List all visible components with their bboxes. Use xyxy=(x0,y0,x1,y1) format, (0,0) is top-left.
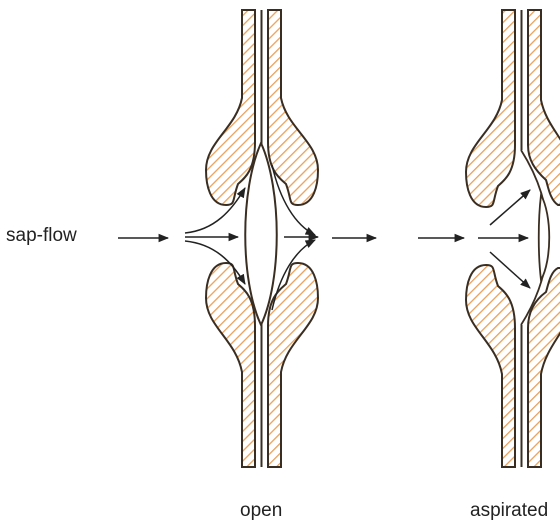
aspirated-wall-left-lower xyxy=(466,265,515,467)
aspirated-caption: aspirated xyxy=(470,500,548,522)
open-pit xyxy=(185,10,318,467)
aspirated-wall-right-lower xyxy=(528,268,560,467)
open-wall-left-upper xyxy=(206,10,255,205)
aspirated-torus xyxy=(539,195,550,280)
open-caption: open xyxy=(240,500,282,522)
aspirated-wall-left-upper xyxy=(466,10,515,207)
sap-flow-label: sap-flow xyxy=(6,225,77,247)
open-wall-left-lower xyxy=(206,263,255,467)
open-wall-right-lower xyxy=(268,263,318,467)
aspirated-wall-right-upper xyxy=(528,10,560,205)
aspirated-pit xyxy=(418,10,560,467)
